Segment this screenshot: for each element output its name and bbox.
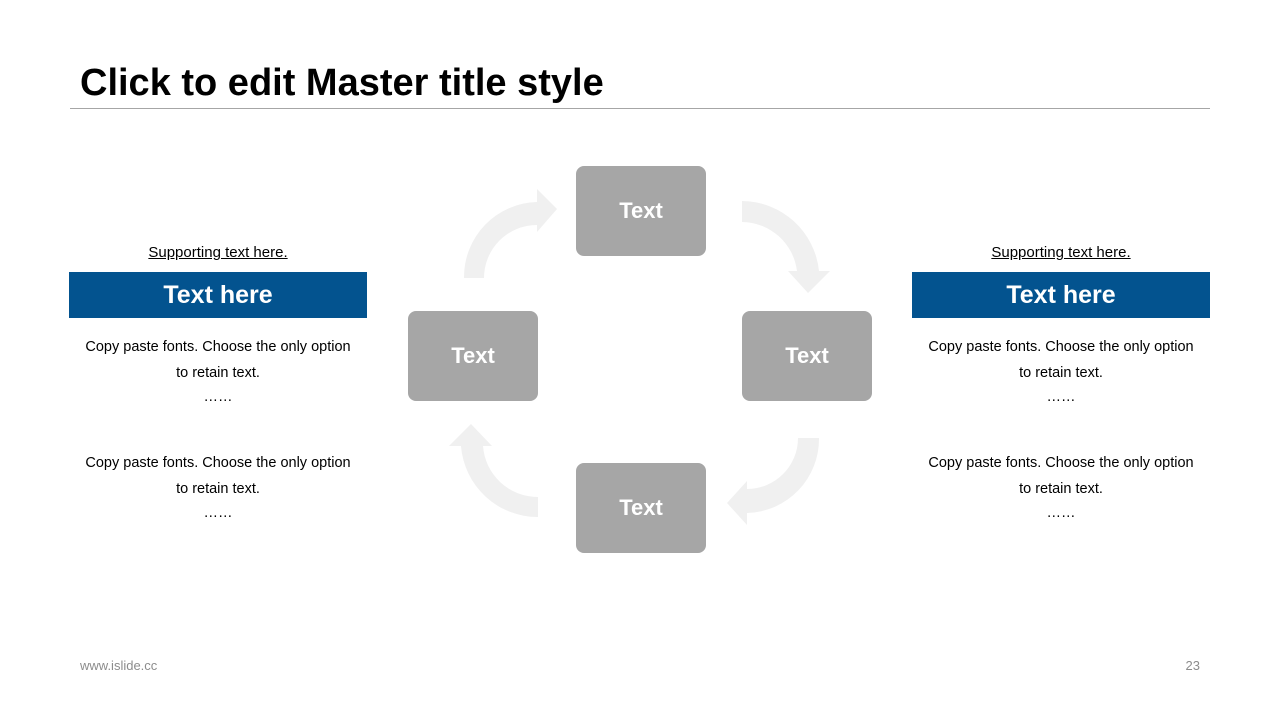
cycle-node-right[interactable]: Text <box>742 311 872 401</box>
right-banner[interactable]: Text here <box>912 272 1210 318</box>
left-paragraph-2-ellipsis: …… <box>203 505 233 521</box>
cycle-node-left[interactable]: Text <box>408 311 538 401</box>
right-paragraph-1-text: Copy paste fonts. Choose the only option… <box>928 339 1194 381</box>
arrow-icon <box>742 201 830 293</box>
left-panel: Supporting text here. Text here Copy pas… <box>69 240 367 528</box>
left-paragraph-2[interactable]: Copy paste fonts. Choose the only option… <box>69 450 367 528</box>
page-number: 23 <box>1185 658 1200 673</box>
footer-url: www.islide.cc <box>80 658 158 673</box>
right-supporting-text[interactable]: Supporting text here. <box>991 244 1131 261</box>
right-paragraph-2-text: Copy paste fonts. Choose the only option… <box>928 455 1194 497</box>
arrow-icon <box>463 189 557 278</box>
page-title[interactable]: Click to edit Master title style <box>80 62 604 104</box>
left-banner[interactable]: Text here <box>69 272 367 318</box>
cycle-node-bottom[interactable]: Text <box>576 463 706 553</box>
right-paragraph-1[interactable]: Copy paste fonts. Choose the only option… <box>912 334 1210 412</box>
left-paragraph-1-ellipsis: …… <box>203 389 233 405</box>
left-paragraph-1[interactable]: Copy paste fonts. Choose the only option… <box>69 334 367 412</box>
right-paragraph-2-ellipsis: …… <box>1046 505 1076 521</box>
right-paragraph-2[interactable]: Copy paste fonts. Choose the only option… <box>912 450 1210 528</box>
right-panel: Supporting text here. Text here Copy pas… <box>912 240 1210 528</box>
left-paragraph-2-text: Copy paste fonts. Choose the only option… <box>85 455 351 497</box>
right-paragraph-1-ellipsis: …… <box>1046 389 1076 405</box>
cycle-node-top[interactable]: Text <box>576 166 706 256</box>
title-divider <box>70 108 1210 109</box>
left-paragraph-1-text: Copy paste fonts. Choose the only option… <box>85 339 351 381</box>
left-supporting-text[interactable]: Supporting text here. <box>148 244 288 261</box>
arrow-icon <box>727 438 820 525</box>
arrow-icon <box>449 424 538 518</box>
